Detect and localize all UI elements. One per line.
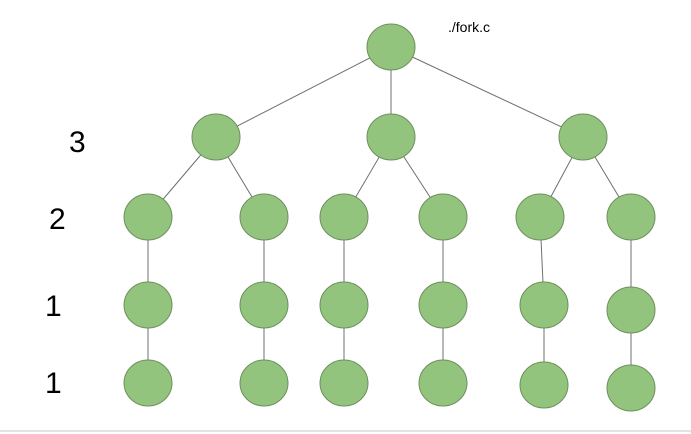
level-label-4: 1 — [45, 367, 62, 400]
process-node-c1 — [515, 193, 565, 241]
process-node-a1xx — [123, 359, 173, 407]
level-label-1: 3 — [69, 126, 86, 159]
process-node-a1 — [123, 193, 173, 241]
process-node-a1x — [123, 281, 173, 329]
process-node-b1 — [319, 193, 369, 241]
process-node-c2xx — [606, 364, 656, 412]
process-node-b2xx — [418, 359, 468, 407]
process-node-a2xx — [239, 359, 289, 407]
tree-nodes — [123, 23, 656, 412]
process-node-b2 — [418, 193, 468, 241]
process-node-a2 — [239, 193, 289, 241]
process-node-a — [191, 113, 241, 161]
process-node-b1xx — [319, 359, 369, 407]
process-node-c1xx — [519, 361, 569, 409]
process-node-root — [366, 23, 416, 71]
process-node-b — [366, 113, 416, 161]
process-node-c — [558, 113, 608, 161]
tree-edge — [215, 46, 392, 138]
level-label-2: 2 — [49, 203, 66, 236]
process-node-b1x — [319, 281, 369, 329]
process-node-b2x — [418, 281, 468, 329]
process-node-a2x — [239, 281, 289, 329]
diagram-title: ./fork.c — [448, 19, 490, 35]
process-node-c1x — [519, 281, 569, 329]
level-label-3: 1 — [45, 290, 62, 323]
tree-edge — [390, 46, 584, 138]
process-node-c2 — [606, 193, 656, 241]
process-node-c2x — [606, 286, 656, 334]
bottom-border — [0, 430, 691, 432]
